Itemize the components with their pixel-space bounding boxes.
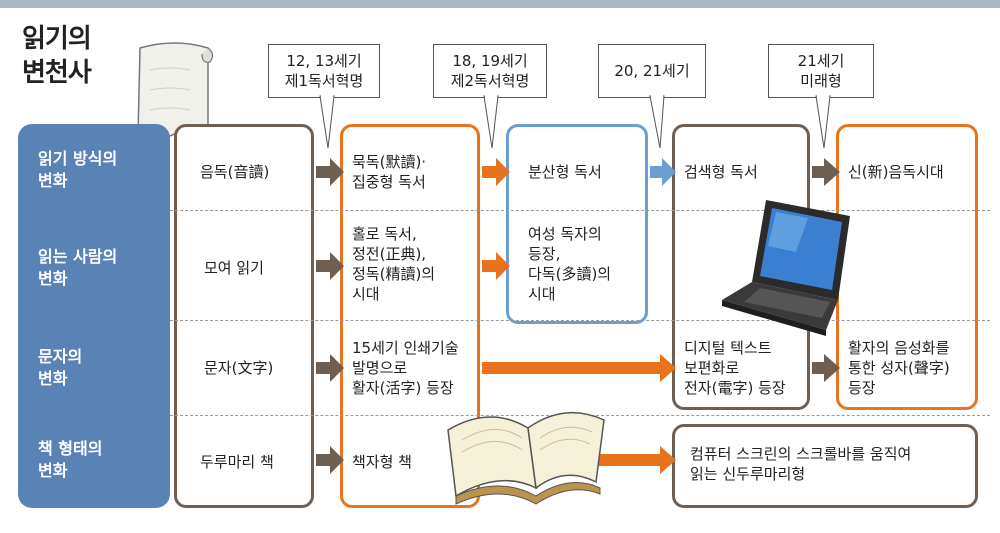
callout-3-pointer: [649, 95, 665, 149]
callout-4-pointer: [815, 95, 831, 149]
title-line2: 변천사: [22, 58, 92, 88]
diagram-title: 읽기의 변천사: [22, 22, 92, 90]
callout-2-line2: 제2독서혁명: [450, 72, 530, 90]
column-3: [506, 124, 648, 324]
callout-2-pointer: [483, 95, 499, 149]
arrow-c1-c2-r2: [316, 252, 344, 280]
bottom-box: [672, 424, 978, 508]
open-book-illustration: [447, 411, 605, 505]
arrow-c1-c2-r4: [316, 446, 344, 474]
arrow-c4-c5-r3: [812, 354, 840, 382]
arrow-c1-c2-r1: [316, 158, 344, 186]
cell-c3-r1: 분산형 독서: [528, 163, 602, 181]
cell-c4-r1: 검색형 독서: [684, 163, 758, 181]
callout-4: 21세기 미래형: [768, 44, 874, 98]
callout-1-line2: 제1독서혁명: [284, 72, 364, 90]
arrow-c2-c3-r2: [482, 252, 510, 280]
column-1: [174, 124, 314, 508]
row-divider-2: [170, 320, 990, 321]
cell-c1-r4: 두루마리 책: [200, 453, 274, 471]
cell-c5-r3: 활자의 음성화를 통한 성자(聲字) 등장: [848, 339, 950, 397]
callout-3: 20, 21세기: [598, 44, 706, 98]
bottom-box-text: 컴퓨터 스크린의 스크롤바를 움직여 읽는 신두루마리형: [690, 445, 912, 483]
cell-c5-r1: 신(新)음독시대: [848, 163, 944, 181]
title-line1: 읽기의: [22, 24, 92, 54]
row-divider-1: [170, 210, 990, 211]
row-header-4-line1: 책 형태의: [38, 439, 103, 458]
row-header-4-line2: 변화: [38, 461, 68, 480]
row-header-3-line1: 문자의: [38, 347, 83, 366]
arrow-c2-c4-r3: [482, 354, 676, 382]
top-bar: [0, 0, 1000, 8]
callout-3-line1: 20, 21세기: [614, 62, 690, 80]
row-header-2-line2: 변화: [38, 269, 68, 288]
arrow-c3-c4-r1: [650, 158, 676, 186]
row-header-3-line2: 변화: [38, 369, 68, 388]
cell-c1-r3: 문자(文字): [204, 359, 274, 377]
laptop-illustration: [722, 200, 850, 336]
callout-1: 12, 13세기 제1독서혁명: [268, 44, 380, 98]
callout-2-line1: 18, 19세기: [452, 52, 528, 70]
arrow-c4-c5-r1: [812, 158, 840, 186]
cell-c2-r2: 홀로 독서, 정전(正典), 정독(精讀)의 시대: [352, 225, 436, 303]
callout-4-line1: 21세기: [797, 52, 845, 70]
arrow-c2-bottom-r4: [592, 446, 676, 474]
arrow-c2-c3-r1: [482, 158, 510, 186]
cell-c2-r3: 15세기 인쇄기술 발명으로 활자(活字) 등장: [352, 339, 459, 397]
row-header-1-line1: 읽기 방식의: [38, 149, 118, 168]
cell-c2-r4: 책자형 책: [352, 453, 412, 471]
row-header-1-line2: 변화: [38, 171, 68, 190]
cell-c4-r3: 디지털 텍스트 보편화로 전자(電字) 등장: [684, 339, 786, 397]
callout-4-line2: 미래형: [800, 72, 842, 90]
cell-c2-r1: 묵독(默讀)· 집중형 독서: [352, 153, 427, 191]
cell-c1-r2: 모여 읽기: [204, 259, 264, 277]
callout-1-pointer: [319, 95, 335, 149]
cell-c3-r2: 여성 독자의 등장, 다독(多讀)의 시대: [528, 225, 612, 303]
arrow-c1-c2-r3: [316, 354, 344, 382]
callout-1-line1: 12, 13세기: [286, 52, 362, 70]
cell-c1-r1: 음독(音讀): [200, 163, 270, 181]
row-header-2-line1: 읽는 사람의: [38, 247, 118, 266]
